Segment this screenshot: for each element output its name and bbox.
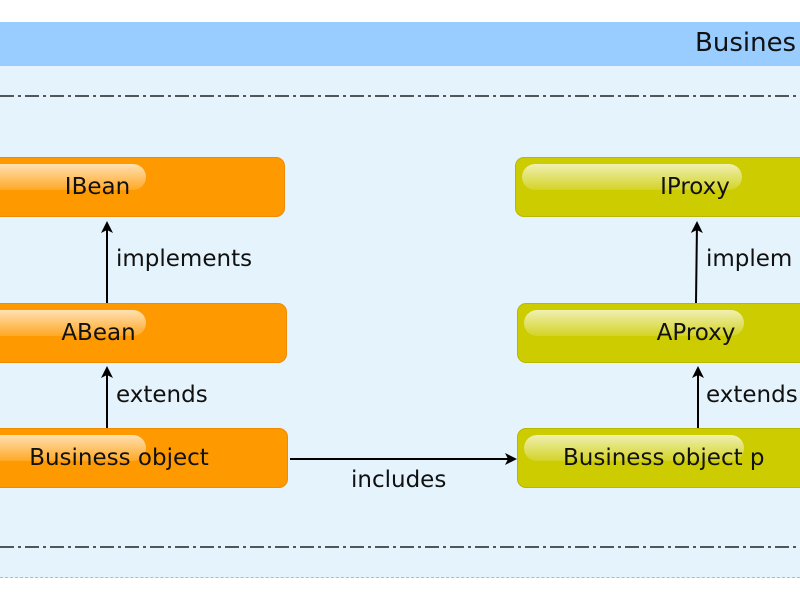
node-ibean-label: IBean xyxy=(64,174,131,200)
node-iproxy-label: IProxy xyxy=(660,174,730,200)
node-aproxy: AProxy xyxy=(517,303,800,363)
node-gloss xyxy=(522,164,742,190)
node-business-object: Business object xyxy=(0,428,288,488)
node-gloss xyxy=(0,435,146,461)
edge-label-includes: includes xyxy=(351,467,447,493)
node-ibean: IBean xyxy=(0,157,285,217)
container-title: Busines xyxy=(695,28,797,58)
node-gloss xyxy=(524,435,744,461)
node-gloss xyxy=(524,310,744,336)
node-gloss xyxy=(0,310,146,336)
node-iproxy: IProxy xyxy=(515,157,800,217)
node-business-object-label: Business object xyxy=(29,445,209,471)
node-gloss xyxy=(0,164,146,190)
edge-label-implements-left: implements xyxy=(116,246,253,272)
node-abean: ABean xyxy=(0,303,287,363)
edge-label-implements-right: implem xyxy=(706,246,793,272)
node-business-object-proxy: Business object p xyxy=(517,428,800,488)
edge-label-extends-left: extends xyxy=(116,382,208,408)
edge-label-extends-right: extends xyxy=(706,382,798,408)
edge-implements-right xyxy=(690,221,703,304)
node-business-object-proxy-label: Business object p xyxy=(563,445,765,471)
node-aproxy-label: AProxy xyxy=(656,320,736,346)
node-abean-label: ABean xyxy=(61,320,136,346)
container-header xyxy=(0,22,800,66)
